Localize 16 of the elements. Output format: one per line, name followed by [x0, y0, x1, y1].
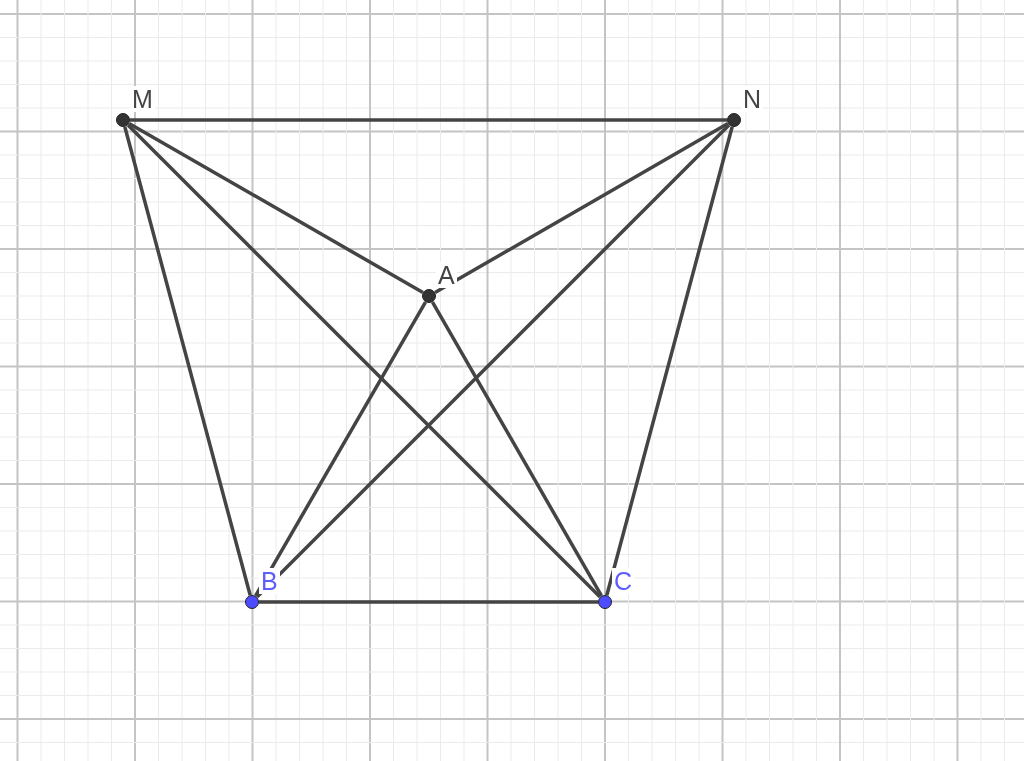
line-segment	[254, 301, 427, 597]
line-segment	[123, 126, 252, 596]
line-segment	[259, 600, 598, 604]
point-label: C	[612, 568, 635, 594]
line-segment	[130, 118, 727, 122]
line-segment	[255, 123, 731, 599]
line-segment	[605, 126, 734, 596]
point-label: M	[130, 86, 155, 112]
line-segment	[128, 121, 424, 295]
point-label: N	[741, 86, 764, 112]
point-label: B	[259, 568, 280, 594]
line-segment	[434, 122, 729, 294]
point	[116, 86, 156, 127]
point-label: A	[436, 262, 457, 288]
line-segment	[126, 123, 602, 599]
line-segment	[430, 301, 604, 597]
